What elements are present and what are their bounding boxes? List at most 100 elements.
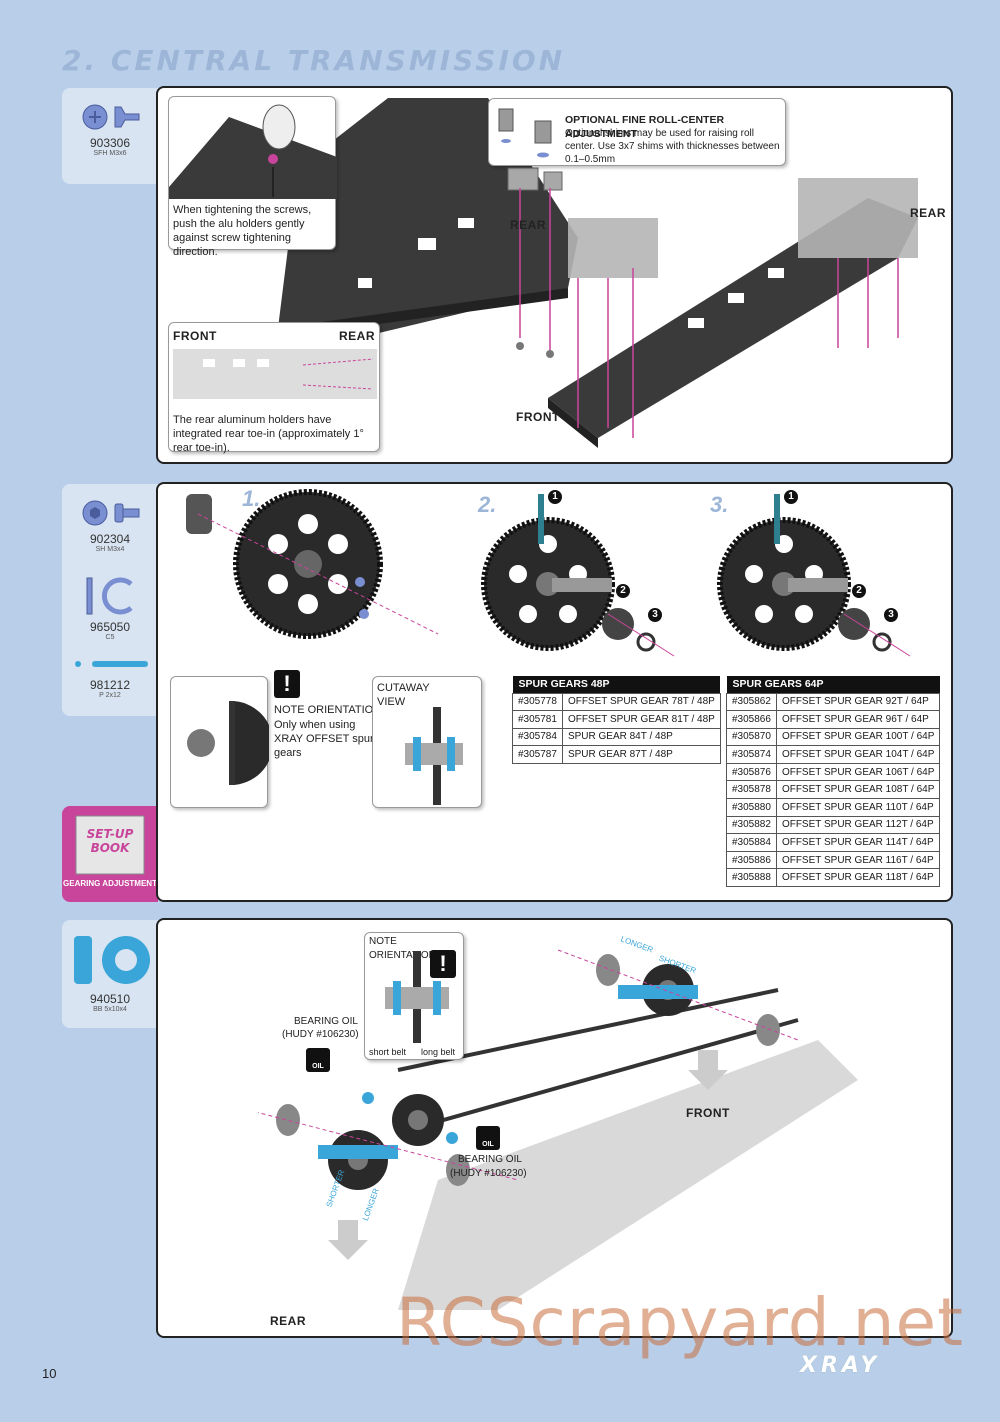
cutaway-illustration <box>405 707 463 805</box>
parts-tab-step2: 902304 SH M3x4 965050 C5 981212 P 2x12 <box>62 484 158 716</box>
table-title: SPUR GEARS 48P <box>512 676 721 693</box>
label-rear-mid: REAR <box>510 218 547 232</box>
bearing-oil-label: BEARING OIL <box>294 1016 358 1027</box>
part-code: 965050 <box>89 620 131 634</box>
note-toe-in-box: FRONT REAR The rear aluminum holders hav… <box>168 322 380 454</box>
offset-gear-orientation-illustration <box>187 701 273 785</box>
part-965050: 965050 C5 <box>62 576 158 642</box>
oil-icon: OIL <box>306 1048 330 1072</box>
part-number-cell: #305787 <box>512 745 563 764</box>
part-code: 981212 <box>89 678 131 692</box>
hand-tightening-illustration <box>169 104 337 199</box>
countersunk-screw-icon <box>82 104 140 130</box>
warning-icon: ! <box>430 950 456 978</box>
note-screws-text: When tightening the screws, push the alu… <box>173 204 312 258</box>
note-orientation-title: NOTE ORIENTATION <box>274 704 382 716</box>
watermark: RCScrapyard.net <box>396 1284 964 1361</box>
spur-gear-exploded-illustration <box>186 489 439 639</box>
part-number-cell: #305784 <box>512 727 563 747</box>
label-front-right: FRONT <box>516 410 560 424</box>
part-number-cell: #305878 <box>726 780 777 800</box>
optional-title: OPTIONAL FINE ROLL-CENTER ADJUSTMENT <box>565 114 725 140</box>
ball-bearing-icon <box>74 936 150 984</box>
note-toe-in-text: The rear aluminum holders have integrate… <box>173 414 364 454</box>
part-code: 940510 <box>89 992 131 1006</box>
part-number-cell: #305862 <box>726 692 777 712</box>
part-number-cell: #305876 <box>726 762 777 782</box>
optional-text: Optional shims may be used for raising r… <box>565 128 780 165</box>
description-cell: OFFSET SPUR GEAR 106T / 64P <box>775 762 941 782</box>
part-desc: SFH M3x6 <box>93 150 127 157</box>
part-desc: P 2x12 <box>99 692 121 699</box>
belt-drive-illustration <box>258 949 858 1310</box>
part-code: 902304 <box>89 532 131 546</box>
setup-book-caption: GEARING ADJUSTMENT <box>63 879 157 888</box>
note-screws-box: When tightening the screws, push the alu… <box>168 96 337 258</box>
oil-icon-2: OIL <box>476 1126 500 1150</box>
spur-gear-step2-illustration <box>481 494 675 657</box>
callout-1-step2: 1 <box>548 490 562 504</box>
long-belt-label: long belt <box>421 1047 456 1057</box>
note-orientation-text: Only when using XRAY OFFSET spur gears <box>274 719 374 759</box>
brand-logo: XRAY <box>800 1353 881 1378</box>
callout-3-step2: 3 <box>648 608 662 622</box>
label-rear-right: REAR <box>910 206 947 220</box>
step-number-1: 1. <box>242 486 261 511</box>
part-number-cell: #305880 <box>726 798 777 817</box>
step-number-3: 3. <box>710 492 729 517</box>
description-cell: OFFSET SPUR GEAR 114T / 64P <box>775 833 941 852</box>
step3-panel: NOTE ORIENTATION short belt long belt ! … <box>156 918 953 1338</box>
description-cell: OFFSET SPUR GEAR 100T / 64P <box>775 727 941 747</box>
label-rear: REAR <box>339 329 376 343</box>
step1-panel: When tightening the screws, push the alu… <box>156 86 953 464</box>
description-cell: SPUR GEAR 87T / 48P <box>561 745 721 764</box>
bearing-oil-ref: (HUDY #106230) <box>282 1029 359 1040</box>
label-rear: REAR <box>270 1314 307 1328</box>
description-cell: OFFSET SPUR GEAR 96T / 64P <box>775 710 941 729</box>
part-number-cell: #305778 <box>512 692 563 712</box>
part-number-cell: #305888 <box>726 868 777 888</box>
setup-book-label2: BOOK <box>91 841 132 855</box>
pin-icon <box>75 661 148 667</box>
description-cell: OFFSET SPUR GEAR 92T / 64P <box>775 692 941 712</box>
part-number-cell: #305882 <box>726 815 777 835</box>
warning-icon: ! <box>274 670 300 698</box>
short-belt-label: short belt <box>369 1047 407 1057</box>
description-cell: OFFSET SPUR GEAR 81T / 48P <box>561 710 721 729</box>
part-902304: 902304 SH M3x4 <box>62 498 158 554</box>
description-cell: OFFSET SPUR GEAR 104T / 64P <box>775 745 941 764</box>
setup-book-icon: SET-UP BOOK <box>75 815 145 875</box>
part-number-cell: #305886 <box>726 850 777 870</box>
chassis-illustration-right <box>548 178 918 448</box>
description-cell: SPUR GEAR 84T / 48P <box>561 727 721 747</box>
note-orientation-gear-box <box>170 676 273 808</box>
part-number-cell: #305870 <box>726 727 777 747</box>
part-code: 903306 <box>89 136 131 150</box>
description-cell: OFFSET SPUR GEAR 108T / 64P <box>775 780 941 800</box>
cutaway-label: CUTAWAY VIEW <box>377 682 430 708</box>
parts-tab-step3: 940510 BB 5x10x4 <box>62 920 158 1028</box>
callout-2-step3: 2 <box>852 584 866 598</box>
step-number-2: 2. <box>478 492 497 517</box>
part-number-cell: #305866 <box>726 710 777 729</box>
part-number-cell: #305874 <box>726 745 777 764</box>
part-number-cell: #305781 <box>512 710 563 729</box>
setup-book-gearing[interactable]: SET-UP BOOK GEARING ADJUSTMENT <box>62 806 158 902</box>
chassis-top-view <box>173 349 377 399</box>
bearing-oil-ref-2: (HUDY #106230) <box>450 1168 527 1179</box>
holder-shim-icon <box>498 108 552 158</box>
